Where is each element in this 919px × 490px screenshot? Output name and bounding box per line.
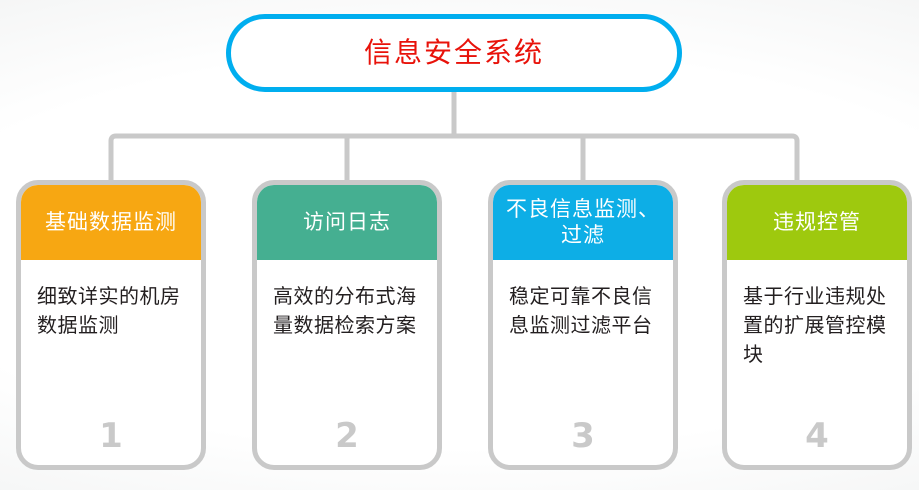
card-body: 基于行业违规处置的扩展管控模块 4 [727, 260, 907, 465]
card-description: 高效的分布式海量数据检索方案 [273, 284, 417, 337]
card-header: 违规控管 [727, 185, 907, 260]
card-description: 稳定可靠不良信息监测过滤平台 [509, 284, 653, 337]
connector-bus [108, 133, 800, 186]
card-harmful-info-monitoring[interactable]: 不良信息监测、过滤 稳定可靠不良信息监测过滤平台 3 [488, 180, 678, 470]
card-basic-data-monitoring[interactable]: 基础数据监测 细致详实的机房数据监测 1 [16, 180, 206, 470]
card-header: 基础数据监测 [21, 185, 201, 260]
root-node[interactable]: 信息安全系统 [226, 14, 682, 92]
card-body: 稳定可靠不良信息监测过滤平台 3 [493, 260, 673, 465]
card-body: 高效的分布式海量数据检索方案 2 [257, 260, 437, 465]
card-header: 不良信息监测、过滤 [493, 185, 673, 260]
card-violation-control[interactable]: 违规控管 基于行业违规处置的扩展管控模块 4 [722, 180, 912, 470]
card-number: 2 [335, 416, 359, 456]
card-description: 细致详实的机房数据监测 [37, 284, 181, 337]
card-number: 4 [805, 416, 829, 456]
card-description: 基于行业违规处置的扩展管控模块 [743, 284, 887, 366]
card-number: 1 [99, 416, 123, 456]
card-header: 访问日志 [257, 185, 437, 260]
card-number: 3 [571, 416, 595, 456]
card-body: 细致详实的机房数据监测 1 [21, 260, 201, 465]
root-node-label: 信息安全系统 [363, 36, 544, 69]
card-access-log[interactable]: 访问日志 高效的分布式海量数据检索方案 2 [252, 180, 442, 470]
